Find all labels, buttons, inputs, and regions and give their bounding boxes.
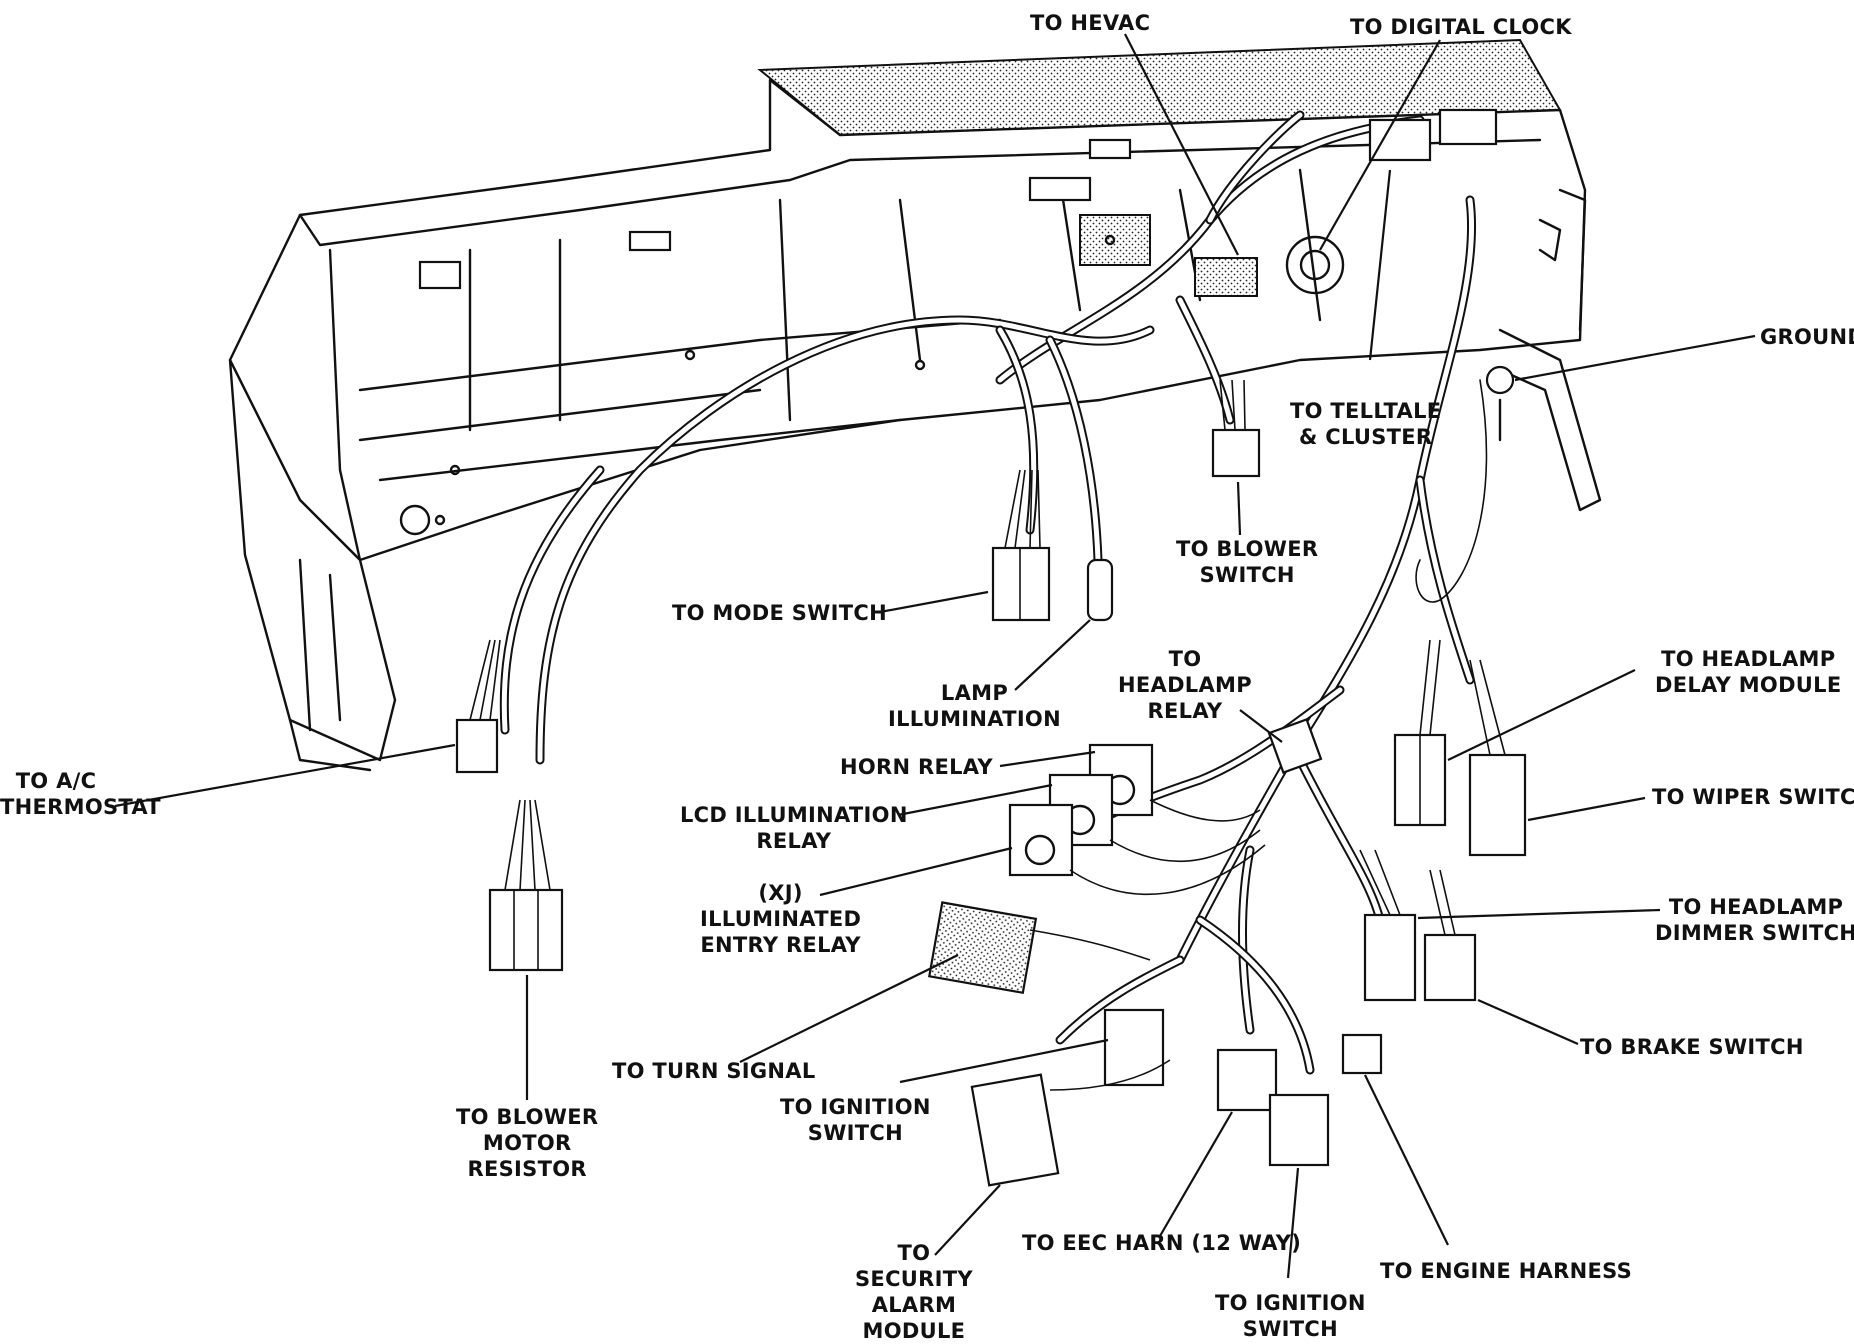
label-to-ac-thermostat: TO A/C THERMOSTAT [0, 769, 161, 819]
label-to-turn-signal: TO TURN SIGNAL [612, 1059, 816, 1083]
headlamp-relay-connector [1267, 718, 1323, 774]
label-to-blower-motor-resistor: TO BLOWER MOTOR RESISTOR [456, 1105, 599, 1181]
leader-to-ignition-switch-upper [899, 1038, 1109, 1084]
leader-to-turn-signal [739, 954, 959, 1063]
label-ground: GROUND [1760, 325, 1854, 349]
label-to-ignition-switch-upper: TO IGNITION SWITCH [780, 1095, 931, 1145]
security-alarm-module-connector [970, 1073, 1060, 1187]
leader-to-digital-clock [1319, 39, 1441, 251]
leader-to-blower-switch [1236, 481, 1242, 536]
right-bracket [1498, 328, 1602, 512]
cluster-connector [1368, 118, 1432, 162]
leader-lines [114, 33, 1756, 1279]
clock-connector [1438, 108, 1498, 146]
leader-to-eec-harn [1159, 1111, 1233, 1237]
label-to-digital-clock: TO DIGITAL CLOCK [1350, 15, 1572, 39]
leader-to-ignition-switch-lower [1286, 1167, 1300, 1279]
turn-signal-connector [928, 901, 1038, 995]
leader-to-headlamp-relay [1239, 709, 1283, 743]
label-to-brake-switch: TO BRAKE SWITCH [1580, 1035, 1804, 1059]
leader-ground [1514, 334, 1756, 382]
label-to-hevac: TO HEVAC [1030, 11, 1151, 35]
blower-motor-resistor-connector [488, 888, 564, 972]
connectors [455, 365, 1527, 1187]
leader-to-engine-harness [1364, 1074, 1449, 1246]
leader-to-mode-switch [879, 590, 989, 614]
label-lamp-illumination: LAMP ILLUMINATION [888, 681, 1061, 731]
label-to-mode-switch: TO MODE SWITCH [672, 601, 887, 625]
ignition-switch-connector-upper [1103, 1008, 1165, 1087]
panel-clip-center [628, 230, 672, 252]
label-to-headlamp-delay-module: TO HEADLAMP DELAY MODULE [1655, 647, 1842, 697]
leader-to-headlamp-dimmer-switch [1417, 908, 1661, 920]
label-to-telltale-cluster: TO TELLTALE & CLUSTER [1290, 399, 1442, 449]
lamp-illumination-socket [1086, 558, 1114, 622]
ground-screw [1485, 365, 1515, 395]
hevac-connector [1194, 257, 1258, 297]
label-to-engine-harness: TO ENGINE HARNESS [1380, 1259, 1633, 1283]
label-horn-relay: HORN RELAY [840, 755, 993, 779]
leader-to-telltale [1368, 169, 1392, 361]
label-to-eec-harn: TO EEC HARN (12 WAY) [1022, 1231, 1302, 1255]
leader-xj-entry-relay [819, 846, 1013, 897]
ac-thermostat-connector [455, 718, 499, 774]
brake-switch-connector [1423, 933, 1477, 1002]
engine-harness-connector [1341, 1033, 1383, 1075]
leader-to-brake-switch [1477, 998, 1579, 1046]
label-to-ignition-switch-lower: TO IGNITION SWITCH [1215, 1291, 1366, 1341]
leader-to-wiper-switch [1527, 796, 1646, 822]
instrument-panel-end-cap [228, 358, 397, 762]
headlamp-dimmer-switch-connector [1363, 913, 1417, 1002]
blower-switch-connector [1211, 428, 1261, 478]
leader-to-headlamp-delay-module [1447, 669, 1636, 761]
eec-harn-connector [1216, 1048, 1278, 1112]
label-to-headlamp-relay: TO HEADLAMP RELAY [1118, 647, 1252, 723]
mode-switch-connector [991, 546, 1051, 622]
leader-lcd-illumination-relay [897, 783, 1053, 817]
label-to-blower-switch: TO BLOWER SWITCH [1176, 537, 1319, 587]
leader-horn-relay [999, 750, 1096, 768]
label-xj-illuminated-entry-relay: (XJ) ILLUMINATED ENTRY RELAY [700, 881, 862, 957]
main-harness [499, 195, 1488, 1075]
leader-to-hevac [1124, 33, 1239, 256]
leader-lamp-illumination [1014, 619, 1091, 691]
panel-clip-top-2 [1088, 138, 1132, 160]
label-to-wiper-switch: TO WIPER SWITCH [1652, 785, 1854, 809]
label-to-headlamp-dimmer-switch: TO HEADLAMP DIMMER SWITCH [1655, 895, 1854, 945]
leader-to-security-alarm-module [934, 1184, 1001, 1256]
panel-clip-left [418, 260, 462, 290]
label-to-security-alarm-module: TO SECURITY ALARM MODULE [855, 1241, 973, 1343]
clock-grommet [1285, 235, 1345, 295]
wiper-switch-connector [1468, 753, 1527, 857]
ignition-switch-connector-lower [1268, 1093, 1330, 1167]
leader-to-ac-thermostat [114, 743, 456, 808]
panel-clip-top [1028, 176, 1092, 202]
relay-block [1008, 743, 1266, 896]
label-lcd-illumination-relay: LCD ILLUMINATION RELAY [680, 803, 908, 853]
